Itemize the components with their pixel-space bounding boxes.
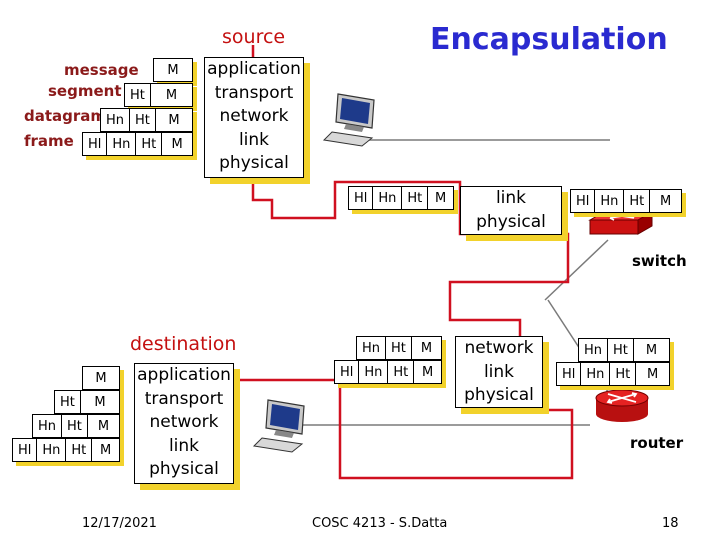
- page-title: Encapsulation: [430, 22, 668, 57]
- dst-packet-datagram: Hn Ht M: [32, 414, 120, 438]
- header-ht: Ht: [130, 109, 156, 131]
- header-ht: Ht: [624, 190, 651, 212]
- switch-out-packet: Hl Hn Ht M: [570, 189, 682, 213]
- layer-application: application: [137, 365, 231, 385]
- layer-link: link: [495, 188, 527, 208]
- source-label: source: [222, 26, 286, 48]
- destination-label: destination: [130, 333, 237, 355]
- switch-protocol-stack: link physical: [460, 186, 562, 235]
- footer-course: COSC 4213 - S.Datta: [312, 516, 448, 531]
- msg-cell: M: [647, 366, 659, 382]
- dst-packet-message: M: [82, 366, 120, 390]
- label-frame: frame: [24, 132, 74, 150]
- msg-cell: M: [97, 418, 110, 434]
- switch-label: switch: [632, 252, 687, 270]
- src-packet-segment: Ht M: [124, 83, 193, 107]
- header-ht: Ht: [386, 337, 412, 359]
- label-message: message: [64, 61, 139, 79]
- router-out-packet-frame: Hl Hn Ht M: [556, 362, 670, 386]
- header-ht: Ht: [608, 339, 634, 361]
- router-out-packet-datagram: Hn Ht M: [578, 338, 670, 362]
- switch-icon: [588, 211, 654, 235]
- header-hn: Hn: [581, 363, 611, 385]
- header-ht: Ht: [62, 415, 88, 437]
- router-label: router: [630, 434, 684, 452]
- header-hl: Hl: [83, 133, 108, 155]
- header-hl: Hl: [557, 363, 582, 385]
- router-protocol-stack: network link physical: [455, 336, 543, 408]
- header-ht: Ht: [402, 187, 429, 209]
- header-hn: Hn: [101, 109, 131, 131]
- layer-physical: physical: [476, 211, 546, 232]
- header-hn: Hn: [33, 415, 63, 437]
- layer-physical: physical: [464, 385, 534, 405]
- header-hl: Hl: [349, 187, 374, 209]
- link-line-switch-router: [544, 239, 609, 301]
- header-hn: Hn: [359, 361, 389, 383]
- header-ht: Ht: [388, 361, 415, 383]
- header-hn: Hn: [37, 439, 67, 461]
- msg-cell: M: [420, 340, 433, 356]
- header-ht: Ht: [55, 391, 81, 413]
- footer-page-number: 18: [662, 516, 679, 531]
- header-hl: Hl: [335, 361, 360, 383]
- src-packet-frame: Hl Hn Ht M: [82, 132, 193, 156]
- msg-cell: M: [435, 190, 447, 206]
- msg-cell: M: [94, 394, 106, 410]
- layer-link: link: [483, 361, 515, 382]
- msg-cell: M: [165, 87, 178, 103]
- msg-cell: M: [168, 112, 180, 128]
- dst-packet-segment: Ht M: [54, 390, 120, 414]
- layer-physical: physical: [149, 459, 219, 479]
- msg-cell: M: [660, 193, 672, 209]
- layer-transport: transport: [214, 82, 294, 103]
- label-segment: segment: [48, 82, 122, 100]
- router-icon: [595, 389, 649, 422]
- msg-cell: M: [95, 370, 107, 386]
- router-in-packet-datagram: Hn Ht M: [356, 336, 442, 360]
- header-hl: Hl: [571, 190, 596, 212]
- msg-cell: M: [100, 442, 112, 458]
- layer-transport: transport: [144, 388, 224, 409]
- header-ht: Ht: [610, 363, 637, 385]
- msg-cell: M: [645, 342, 658, 358]
- layer-network: network: [219, 106, 289, 126]
- source-protocol-stack: application transport network link physi…: [204, 57, 304, 178]
- msg-cell: M: [422, 364, 434, 380]
- layer-physical: physical: [219, 153, 289, 173]
- src-packet-message: M: [153, 58, 193, 82]
- dst-packet-frame: Hl Hn Ht M: [12, 438, 120, 462]
- data-path: [138, 45, 574, 480]
- destination-computer-icon: [252, 399, 305, 453]
- layer-link: link: [168, 435, 200, 456]
- header-hn: Hn: [595, 190, 625, 212]
- label-datagram: datagram: [24, 107, 107, 125]
- header-ht: Ht: [125, 84, 151, 106]
- router-in-packet-frame: Hl Hn Ht M: [334, 360, 442, 384]
- footer-date: 12/17/2021: [82, 516, 157, 531]
- header-hn: Hn: [357, 337, 387, 359]
- header-hn: Hn: [373, 187, 403, 209]
- layer-network: network: [149, 412, 219, 432]
- header-hn: Hn: [107, 133, 137, 155]
- layer-network: network: [464, 338, 534, 358]
- header-ht: Ht: [136, 133, 163, 155]
- source-computer-icon: [322, 93, 375, 147]
- layer-link: link: [238, 129, 270, 150]
- destination-protocol-stack: application transport network link physi…: [134, 363, 234, 484]
- header-hn: Hn: [579, 339, 609, 361]
- msg-cell: M: [171, 136, 183, 152]
- src-packet-datagram: Hn Ht M: [100, 108, 193, 132]
- header-ht: Ht: [66, 439, 93, 461]
- layer-application: application: [207, 59, 301, 79]
- msg-cell: M: [167, 62, 179, 78]
- header-hl: Hl: [13, 439, 38, 461]
- switch-in-packet: Hl Hn Ht M: [348, 186, 454, 210]
